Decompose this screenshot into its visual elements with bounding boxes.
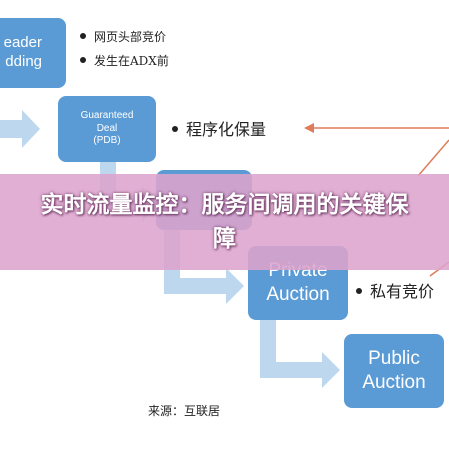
pdb-line-1: Guaranteed	[80, 110, 134, 122]
pointer-line-diagonal	[417, 139, 449, 177]
arrow-to-private	[164, 230, 244, 304]
note-header-bidding-2: 发生在ADX前	[80, 52, 169, 69]
header-bidding-line-2: dding	[5, 53, 42, 70]
title-banner: 实时流量监控：服务间调用的关键保障	[0, 174, 449, 270]
note-private-auction: 私有竞价	[356, 278, 434, 302]
note-pdb: 程序化保量	[172, 116, 266, 140]
note-text: 网页头部竞价	[94, 30, 167, 44]
arrow-to-public	[260, 320, 340, 388]
bullet-icon	[172, 125, 178, 132]
header-bidding-line-1: eader	[3, 34, 42, 52]
pdb-line-3: (PDB)	[93, 135, 121, 147]
bullet-icon	[356, 287, 362, 294]
note-header-bidding-1: 网页头部竞价	[80, 28, 166, 45]
pdb-box: Guaranteed Deal (PDB)	[58, 96, 156, 162]
header-bidding-box: eader dding	[0, 18, 66, 88]
private-auction-line-2: Auction	[266, 284, 330, 305]
bullet-icon	[80, 56, 86, 63]
public-auction-line-1: Public	[368, 348, 420, 370]
pointer-arrowhead	[304, 123, 314, 133]
note-text: 程序化保量	[186, 120, 267, 139]
pdb-line-2: Deal	[96, 122, 118, 134]
note-text: 私有竞价	[370, 282, 435, 301]
arrow-to-pdb	[0, 110, 40, 148]
source-caption: 来源：互联居	[148, 404, 221, 418]
note-text: 发生在ADX前	[94, 54, 169, 68]
public-auction-line-2: Auction	[362, 372, 426, 393]
banner-title: 实时流量监控：服务间调用的关键保障	[40, 192, 409, 252]
public-auction-box: Public Auction	[344, 334, 444, 408]
bullet-icon	[80, 32, 86, 39]
